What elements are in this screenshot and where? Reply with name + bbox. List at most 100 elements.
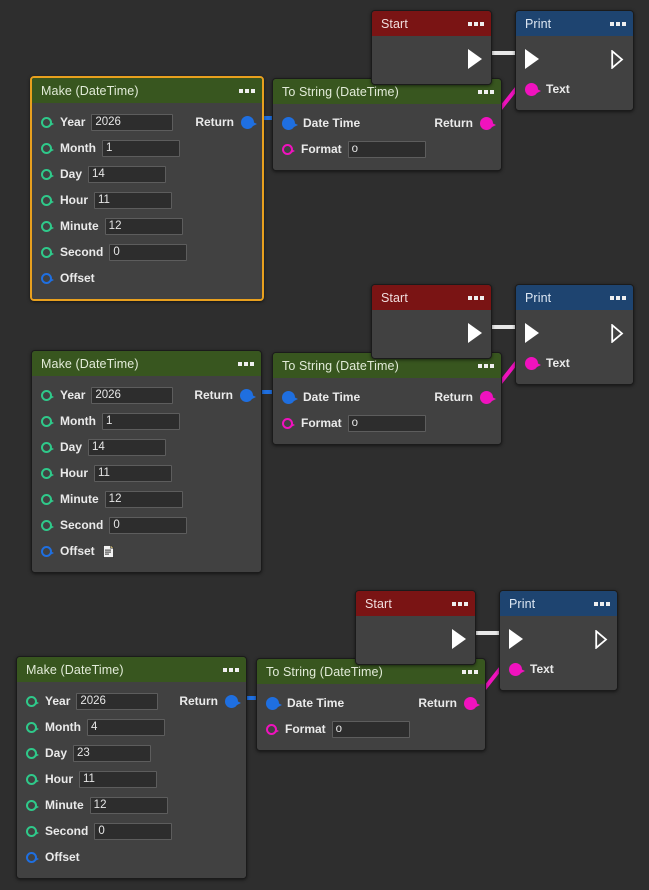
minute-input[interactable]	[104, 217, 183, 235]
input-pin-offset[interactable]	[26, 851, 39, 863]
input-pin-year[interactable]	[41, 116, 54, 128]
input-pin-month[interactable]	[41, 142, 54, 154]
node-tostring-datetime-2[interactable]: To String (DateTime) Date Time Return Fo…	[272, 352, 502, 445]
input-pin-minute[interactable]	[26, 799, 39, 811]
pin-row-offset[interactable]: Offset	[32, 538, 261, 564]
minute-input[interactable]	[104, 490, 183, 508]
input-pin-datetime[interactable]	[282, 116, 298, 130]
pin-row-offset[interactable]: Offset	[32, 265, 262, 291]
pin-row-month[interactable]: Month	[17, 714, 246, 740]
node-menu-icon[interactable]	[478, 363, 494, 368]
node-header[interactable]: Make (DateTime)	[17, 657, 246, 682]
pin-row-minute[interactable]: Minute	[17, 792, 246, 818]
exec-row[interactable]	[500, 622, 617, 656]
hour-input[interactable]	[79, 770, 157, 788]
node-print-3[interactable]: Print Text	[499, 590, 618, 691]
pin-row-second[interactable]: Second	[17, 818, 246, 844]
input-pin-day[interactable]	[41, 441, 54, 453]
input-pin-format[interactable]	[282, 417, 295, 429]
pin-row-day[interactable]: Day	[17, 740, 246, 766]
pin-row-text[interactable]: Text	[516, 350, 633, 376]
input-pin-second[interactable]	[26, 825, 39, 837]
node-menu-icon[interactable]	[478, 89, 494, 94]
node-make-datetime-1[interactable]: Make (DateTime) Year Return Month Day	[30, 76, 264, 301]
pin-row-hour[interactable]: Hour	[17, 766, 246, 792]
format-input[interactable]	[347, 414, 426, 432]
node-menu-icon[interactable]	[223, 667, 239, 672]
input-pin-offset[interactable]	[41, 545, 54, 557]
pin-row-datetime[interactable]: Date Time Return	[273, 384, 501, 410]
input-pin-minute[interactable]	[41, 493, 54, 505]
node-menu-icon[interactable]	[452, 601, 468, 606]
node-header[interactable]: Print	[516, 285, 633, 310]
format-input[interactable]	[347, 140, 426, 158]
pin-row-format[interactable]: Format	[257, 716, 485, 742]
format-input[interactable]	[331, 720, 410, 738]
input-pin-hour[interactable]	[41, 467, 54, 479]
pin-row-day[interactable]: Day	[32, 434, 261, 460]
input-pin-hour[interactable]	[41, 194, 54, 206]
exec-input-arrow-icon[interactable]	[509, 629, 523, 649]
node-menu-icon[interactable]	[610, 21, 626, 26]
pin-row-month[interactable]: Month	[32, 135, 262, 161]
pin-row-year[interactable]: Year Return	[17, 688, 246, 714]
input-pin-hour[interactable]	[26, 773, 39, 785]
output-pin-return[interactable]	[241, 115, 257, 129]
pin-row-format[interactable]: Format	[273, 410, 501, 436]
exec-output-arrow-icon[interactable]	[611, 323, 624, 343]
exec-row[interactable]	[372, 42, 491, 76]
node-make-datetime-2[interactable]: Make (DateTime) Year Return Month Day	[31, 350, 262, 573]
node-make-datetime-3[interactable]: Make (DateTime) Year Return Month Day	[16, 656, 247, 879]
exec-output-arrow-icon[interactable]	[452, 629, 466, 649]
input-pin-month[interactable]	[41, 415, 54, 427]
pin-row-hour[interactable]: Hour	[32, 460, 261, 486]
pin-row-datetime[interactable]: Date Time Return	[273, 110, 501, 136]
second-input[interactable]	[109, 516, 188, 534]
node-header[interactable]: Make (DateTime)	[32, 78, 262, 103]
pin-row-minute[interactable]: Minute	[32, 486, 261, 512]
pin-row-second[interactable]: Second	[32, 512, 261, 538]
second-input[interactable]	[94, 822, 173, 840]
day-input[interactable]	[88, 165, 167, 183]
node-menu-icon[interactable]	[594, 601, 610, 606]
node-header[interactable]: Print	[500, 591, 617, 616]
exec-row[interactable]	[516, 316, 633, 350]
node-header[interactable]: Start	[372, 11, 491, 36]
output-pin-return[interactable]	[240, 388, 256, 402]
exec-row[interactable]	[372, 316, 491, 350]
node-menu-icon[interactable]	[610, 295, 626, 300]
node-menu-icon[interactable]	[462, 669, 478, 674]
output-pin-return[interactable]	[480, 390, 496, 404]
input-pin-second[interactable]	[41, 519, 54, 531]
month-input[interactable]	[101, 412, 180, 430]
minute-input[interactable]	[89, 796, 168, 814]
input-pin-day[interactable]	[41, 168, 54, 180]
input-pin-offset[interactable]	[41, 272, 54, 284]
node-tostring-datetime-1[interactable]: To String (DateTime) Date Time Return Fo…	[272, 78, 502, 171]
node-start-1[interactable]: Start	[371, 10, 492, 85]
output-pin-return[interactable]	[225, 694, 241, 708]
exec-row[interactable]	[356, 622, 475, 656]
month-input[interactable]	[101, 139, 180, 157]
input-pin-text[interactable]	[509, 662, 525, 676]
node-menu-icon[interactable]	[468, 295, 484, 300]
pin-row-hour[interactable]: Hour	[32, 187, 262, 213]
node-start-2[interactable]: Start	[371, 284, 492, 359]
pin-row-offset[interactable]: Offset	[17, 844, 246, 870]
second-input[interactable]	[109, 243, 188, 261]
node-menu-icon[interactable]	[238, 361, 254, 366]
pin-row-format[interactable]: Format	[273, 136, 501, 162]
exec-output-arrow-icon[interactable]	[468, 323, 482, 343]
exec-output-arrow-icon[interactable]	[468, 49, 482, 69]
input-pin-format[interactable]	[266, 723, 279, 735]
node-header[interactable]: Make (DateTime)	[32, 351, 261, 376]
node-tostring-datetime-3[interactable]: To String (DateTime) Date Time Return Fo…	[256, 658, 486, 751]
month-input[interactable]	[86, 718, 165, 736]
input-pin-text[interactable]	[525, 82, 541, 96]
input-pin-text[interactable]	[525, 356, 541, 370]
exec-output-arrow-icon[interactable]	[611, 49, 624, 69]
output-pin-return[interactable]	[480, 116, 496, 130]
pin-row-second[interactable]: Second	[32, 239, 262, 265]
pin-row-text[interactable]: Text	[516, 76, 633, 102]
